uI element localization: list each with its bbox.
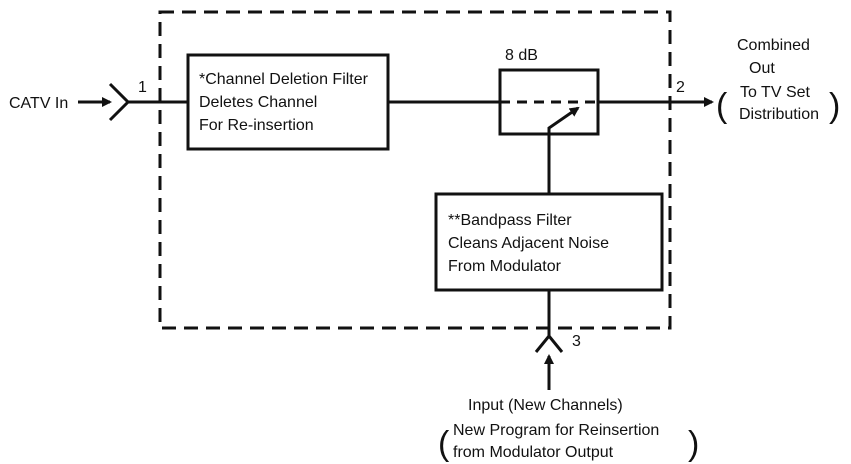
bandpass-line-2: Cleans Adjacent Noise [448, 235, 609, 252]
output-paren-open: ( [716, 87, 728, 125]
output-paren-line-1: To TV Set [740, 84, 811, 101]
new-input-paren-close: ) [688, 425, 699, 463]
filter-line-2: Deletes Channel [199, 94, 317, 111]
coupler-box [498, 68, 600, 136]
output-paren-line-2: Distribution [739, 106, 819, 123]
new-input-paren-open: ( [438, 425, 450, 463]
input-3-connector-icon [534, 333, 564, 353]
bandpass-filter-box [434, 192, 664, 292]
port-2-label: 2 [676, 79, 685, 96]
filter-line-3: For Re-insertion [199, 117, 314, 134]
output-label-line-2: Out [749, 60, 775, 77]
coupler-label: 8 dB [505, 47, 538, 64]
input-connector-icon [108, 82, 131, 122]
channel-deletion-filter-box [186, 53, 390, 151]
filter-line-1: *Channel Deletion Filter [199, 71, 369, 88]
port-1-label: 1 [138, 79, 147, 96]
new-input-title: Input (New Channels) [468, 397, 623, 414]
new-input-line-2: from Modulator Output [453, 444, 614, 461]
output-paren-close: ) [829, 87, 840, 125]
catv-in-label: CATV In [9, 95, 68, 112]
bandpass-line-3: From Modulator [448, 258, 562, 275]
bandpass-line-1: **Bandpass Filter [448, 212, 572, 229]
new-input-line-1: New Program for Reinsertion [453, 422, 659, 439]
port-3-label: 3 [572, 333, 581, 350]
enclosure-dashed-border [158, 10, 672, 330]
output-label-line-1: Combined [737, 37, 810, 54]
